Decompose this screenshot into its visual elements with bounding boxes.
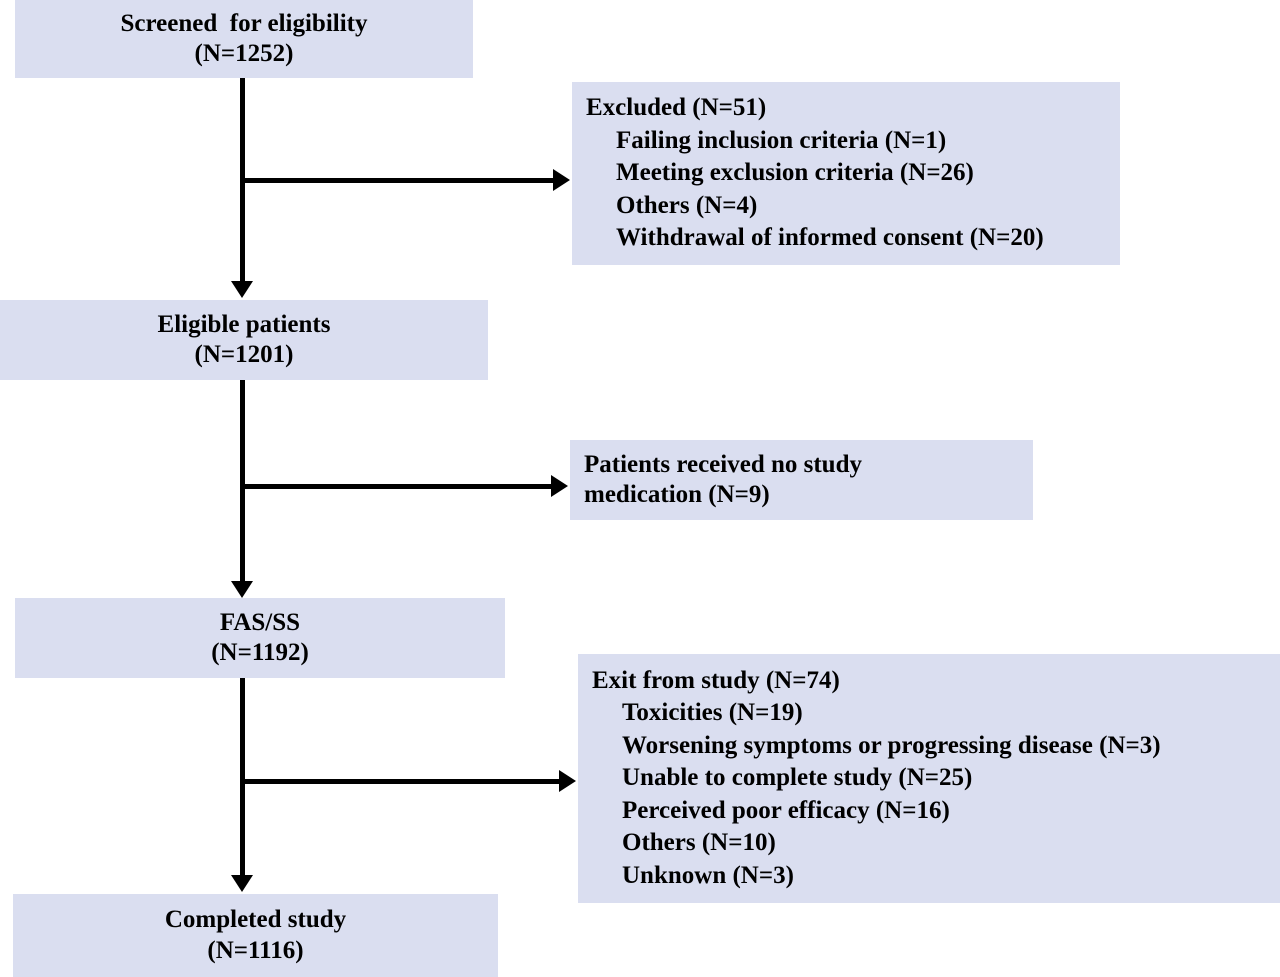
arrowhead-down-to-completed: [231, 875, 253, 892]
excluded-reason-meeting-exclusion: Meeting exclusion criteria (N=26): [616, 159, 974, 187]
arrowhead-right-to-exit: [559, 770, 576, 792]
exit-reason-worsening-symptoms: Worsening symptoms or progressing diseas…: [622, 731, 1161, 759]
connector-to-no-medication: [240, 484, 551, 489]
no-medication-line-2: medication (N=9): [584, 481, 770, 508]
connector-eligible-to-fas: [240, 380, 245, 583]
excluded-reason-others: Others (N=4): [616, 191, 758, 219]
exit-reason-others: Others (N=10): [622, 829, 776, 857]
connector-to-exit: [240, 779, 559, 784]
connector-fas-to-completed: [240, 678, 245, 877]
node-fas-ss[interactable]: FAS/SS (N=1192): [15, 598, 505, 678]
screened-count: (N=1252): [194, 40, 294, 67]
arrowhead-down-to-eligible: [231, 281, 253, 298]
completed-count: (N=1116): [207, 936, 304, 964]
node-completed-study[interactable]: Completed study (N=1116): [13, 894, 498, 977]
fas-ss-count: (N=1192): [211, 639, 309, 666]
node-eligible-patients[interactable]: Eligible patients (N=1201): [0, 300, 488, 380]
exit-title: Exit from study (N=74): [592, 666, 840, 694]
arrowhead-right-to-no-medication: [551, 475, 568, 497]
no-medication-line-1: Patients received no study: [584, 450, 862, 478]
arrowhead-right-to-excluded: [553, 169, 570, 191]
exit-reason-unknown: Unknown (N=3): [622, 861, 794, 889]
exit-reason-unable-to-complete: Unable to complete study (N=25): [622, 764, 973, 792]
fas-ss-title: FAS/SS: [219, 608, 301, 636]
exit-reason-poor-efficacy: Perceived poor efficacy (N=16): [622, 796, 950, 824]
eligible-title: Eligible patients: [157, 310, 331, 338]
node-patients-received-no-study-medication[interactable]: Patients received no study medication (N…: [570, 440, 1033, 520]
completed-title: Completed study: [164, 906, 347, 933]
excluded-title: Excluded (N=51): [586, 94, 767, 122]
exit-reason-toxicities: Toxicities (N=19): [622, 699, 803, 727]
screened-title: Screened for eligibility: [120, 9, 368, 37]
node-exit-from-study[interactable]: Exit from study (N=74) Toxicities (N=19)…: [578, 654, 1280, 903]
node-excluded[interactable]: Excluded (N=51) Failing inclusion criter…: [572, 82, 1120, 265]
arrowhead-down-to-fas: [231, 581, 253, 598]
eligible-count: (N=1201): [194, 341, 294, 368]
excluded-reason-failing-inclusion: Failing inclusion criteria (N=1): [616, 126, 947, 154]
node-screened-for-eligibility[interactable]: Screened for eligibility (N=1252): [15, 0, 473, 78]
connector-to-excluded: [240, 178, 553, 183]
excluded-reason-withdrawal: Withdrawal of informed consent (N=20): [616, 224, 1044, 252]
